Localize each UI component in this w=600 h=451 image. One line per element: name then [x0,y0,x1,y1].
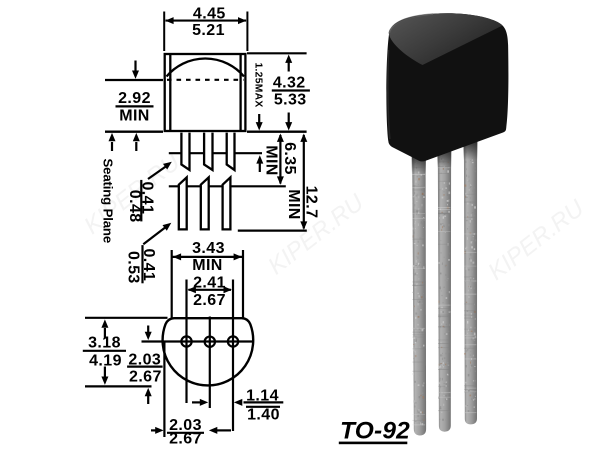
svg-text:3.18: 3.18 [88,335,121,352]
svg-text:Seating Plane: Seating Plane [100,159,115,244]
svg-text:1.25MAX: 1.25MAX [252,63,263,108]
svg-text:0.53: 0.53 [124,251,141,284]
svg-text:12.7: 12.7 [302,186,319,219]
svg-text:2.67: 2.67 [169,431,202,448]
svg-text:1.14: 1.14 [246,387,279,404]
svg-text:2.03: 2.03 [169,417,202,434]
svg-text:2.67: 2.67 [129,369,162,386]
svg-text:2.03: 2.03 [128,351,161,368]
svg-text:MIN: MIN [285,189,302,220]
svg-text:MIN: MIN [119,108,150,125]
svg-text:MIN: MIN [192,257,223,274]
svg-text:0.48: 0.48 [126,190,143,223]
svg-text:5.33: 5.33 [274,92,307,109]
svg-text:3.43: 3.43 [192,240,225,257]
svg-text:MIN: MIN [263,145,280,176]
svg-text:0.41: 0.41 [140,249,157,282]
svg-text:2.41: 2.41 [193,275,226,292]
svg-text:1.40: 1.40 [247,406,280,423]
svg-text:4.45: 4.45 [193,5,226,22]
svg-text:5.21: 5.21 [192,22,225,39]
svg-text:2.92: 2.92 [118,90,151,107]
svg-text:TO-92: TO-92 [340,418,410,445]
svg-text:4.19: 4.19 [89,352,122,369]
svg-text:4.32: 4.32 [273,75,306,92]
svg-text:0.41: 0.41 [139,182,156,215]
svg-text:2.67: 2.67 [193,292,226,309]
svg-text:6.35: 6.35 [281,142,298,175]
